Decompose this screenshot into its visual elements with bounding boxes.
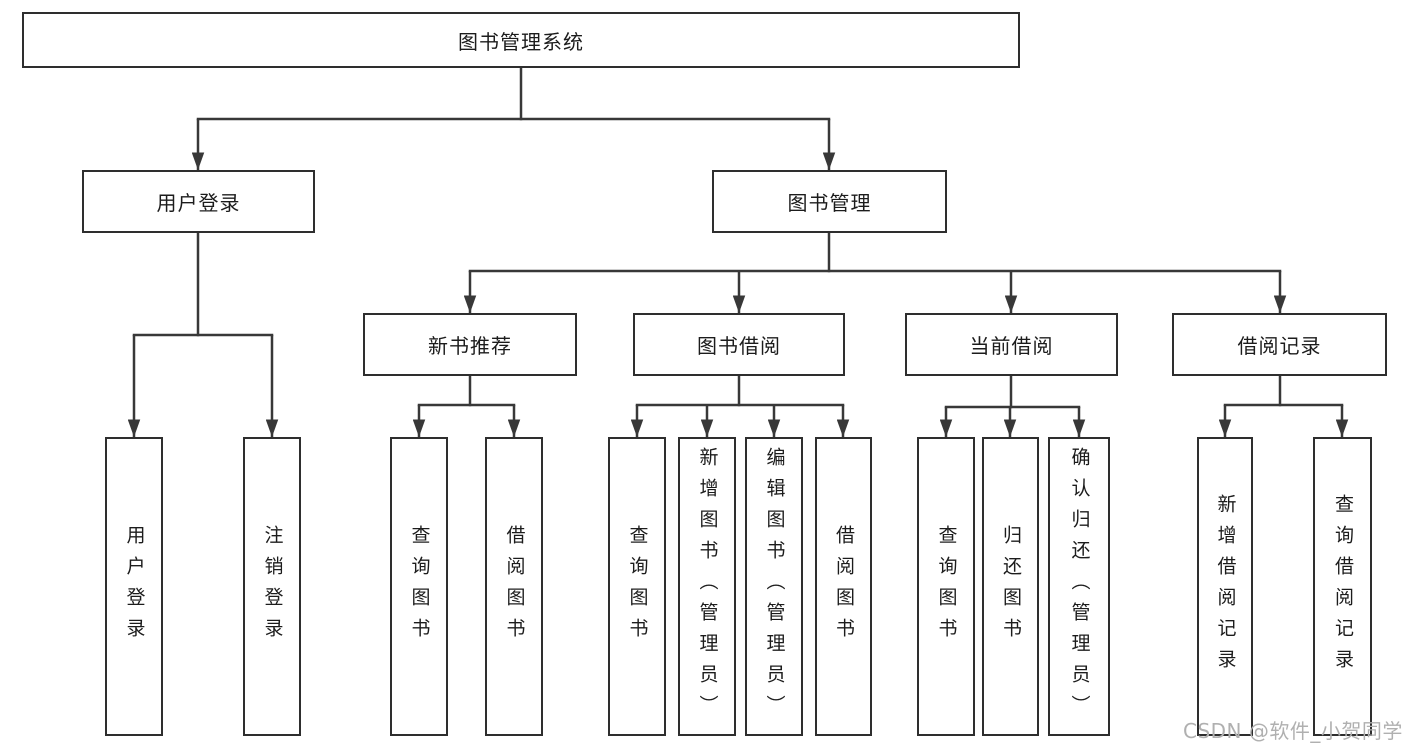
node-library-system: 图书管理系统 [22,12,1020,68]
node-logout-action: 注销登录 [243,437,301,736]
node-label: 图书管理系统 [458,29,584,54]
csdn-watermark: CSDN @软件_小贺同学 [1183,719,1403,743]
node-label: 用户登录 [156,191,241,215]
node-bb-add-book-admin: 新增图书（管理员） [678,437,736,736]
node-br-query-record: 查询借阅记录 [1313,437,1372,736]
node-label: 查询图书 [935,524,958,649]
node-label: 用户登录 [123,524,146,649]
node-label: 借阅记录 [1237,334,1322,358]
node-label: 新增图书（管理员） [696,447,719,726]
node-label: 编辑图书（管理员） [763,447,786,726]
node-label: 借阅图书 [503,524,526,649]
node-nbr-query-book: 查询图书 [390,437,448,736]
node-borrowing-records: 借阅记录 [1172,313,1387,376]
node-label: 当前借阅 [969,334,1054,358]
node-label: 确认归还（管理员） [1068,447,1091,726]
node-label: 图书管理 [787,191,872,215]
node-label: 新增借阅记录 [1214,493,1237,680]
node-user-login: 用户登录 [82,170,315,233]
node-bb-edit-book-admin: 编辑图书（管理员） [745,437,803,736]
node-label: 新书推荐 [428,334,512,358]
node-cb-confirm-return-admin: 确认归还（管理员） [1048,437,1110,736]
node-bb-query-book: 查询图书 [608,437,666,736]
node-cb-return-book: 归还图书 [982,437,1039,736]
node-label: 查询借阅记录 [1332,493,1354,680]
node-label: 注销登录 [261,524,284,649]
node-label: 借阅图书 [833,524,855,649]
node-current-borrowing: 当前借阅 [905,313,1118,376]
node-label: 查询图书 [408,524,431,649]
node-cb-query-book: 查询图书 [917,437,975,736]
node-book-borrowing: 图书借阅 [633,313,845,376]
node-label: 图书借阅 [697,334,781,358]
node-nbr-borrow-book: 借阅图书 [485,437,543,736]
node-bb-borrow-book: 借阅图书 [815,437,872,736]
node-label: 归还图书 [1000,524,1022,649]
node-new-book-recommend: 新书推荐 [363,313,577,376]
node-book-management: 图书管理 [712,170,947,233]
node-label: 查询图书 [626,524,649,649]
node-br-add-record: 新增借阅记录 [1197,437,1253,736]
node-user-login-action: 用户登录 [105,437,163,736]
